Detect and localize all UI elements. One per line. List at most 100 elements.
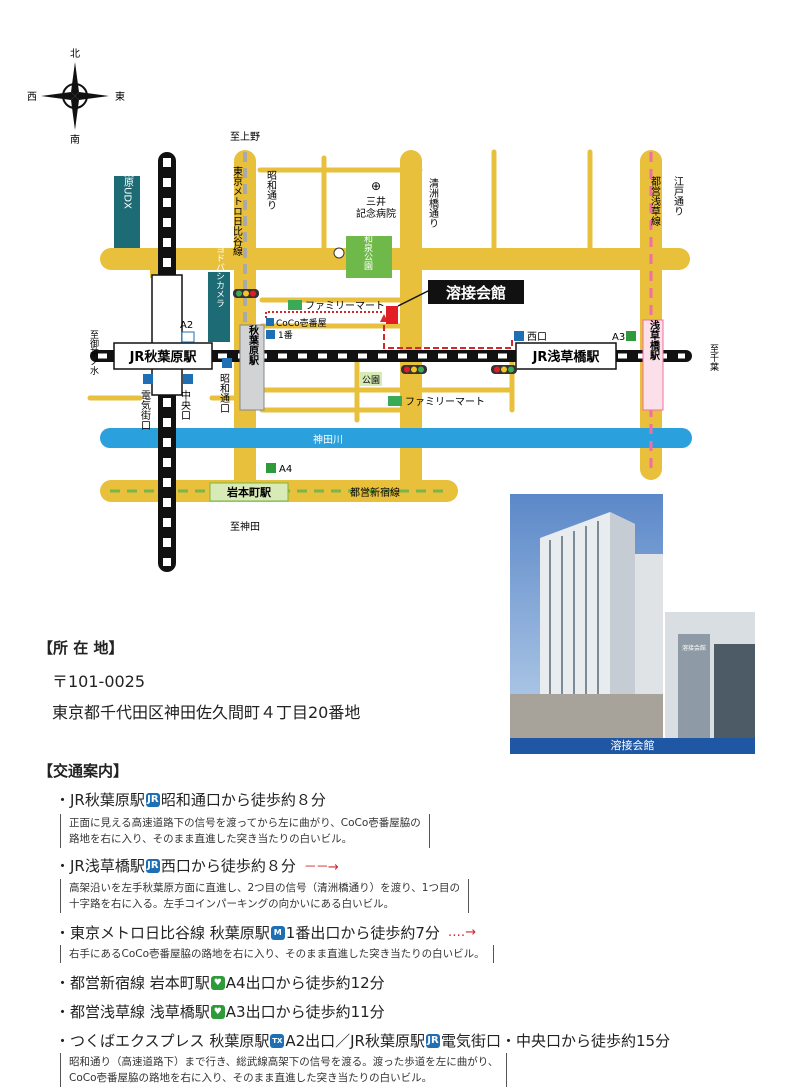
jr-exit-icon <box>514 331 524 341</box>
building-sign: 溶接会館 <box>682 644 706 652</box>
showa-exit-label: 昭和通口 <box>218 373 230 413</box>
compass-east: 東 <box>115 90 125 103</box>
route-text: 電気街口・中央口から徒歩約15分 <box>440 1032 671 1050</box>
route-prefix: ・つくばエクスプレス 秋葉原駅 <box>55 1032 270 1050</box>
compass-west: 西 <box>27 92 37 103</box>
kanda-river <box>100 428 692 448</box>
route-jr-asakusabashi: ・JR浅草橋駅 JR 西口から徒歩約８分 －－→ <box>55 855 339 876</box>
dashed-arrow-icon: －－→ <box>303 860 339 875</box>
address: 東京都千代田区神田佐久間町４丁目20番地 <box>52 703 361 722</box>
route-hibiya-akihabara: ・東京メトロ日比谷線 秋葉原駅 M 1番出口から徒歩約7分 ‥‥→ <box>55 922 476 943</box>
walk-route-asakusabashi <box>383 320 513 349</box>
route-text: 昭和通口から徒歩約８分 <box>160 791 326 809</box>
walk-route-metro <box>265 311 384 318</box>
route-toei-shinjuku: ・都営新宿線 岩本町駅 ♥ A4出口から徒歩約12分 <box>55 972 385 993</box>
izumi-park-label: 和泉公園 <box>362 234 373 271</box>
metro-icon: M <box>270 925 285 940</box>
edo-dori-label: 江戸通り <box>672 176 684 216</box>
hibiya-akihabara-station <box>239 324 265 411</box>
compass-south: 南 <box>70 133 80 146</box>
jr-asakusabashi-station <box>515 342 617 370</box>
route-toei-asakusa: ・都営浅草線 浅草橋駅 ♥ A3出口から徒歩約11分 <box>55 1001 385 1022</box>
tx-exit-icon <box>181 331 195 343</box>
coco-label: CoCo壱番屋 <box>276 317 327 329</box>
toei-asakusabashi-station <box>642 319 664 411</box>
route-text: 1番出口から徒歩約7分 <box>285 924 440 942</box>
route-prefix: ・都営新宿線 岩本町駅 <box>55 974 210 992</box>
photo-caption: 溶接会館 <box>510 738 755 754</box>
route-prefix: ・JR秋葉原駅 <box>55 791 145 809</box>
iwamotocho-station <box>209 482 289 502</box>
jr-exit-icon <box>222 358 232 368</box>
tx-icon: TX <box>270 1033 285 1048</box>
jr-exit-icon <box>143 374 153 384</box>
family-mart-label-2: ファミリーマート <box>405 397 485 408</box>
iwamotocho-label: 岩本町駅 <box>226 485 271 499</box>
route-tsukuba-express: ・つくばエクスプレス 秋葉原駅 TX A2出口／JR秋葉原駅 JR 電気街口・中… <box>55 1030 670 1051</box>
family-mart-icon <box>388 396 402 406</box>
access-map: 北 南 東 西 神田川 <box>27 48 719 572</box>
building-photo: 溶接会館 <box>510 494 755 738</box>
traffic-light-icon <box>233 289 259 298</box>
exit-a4-label: A4 <box>279 464 292 475</box>
to-ueno: 至上野 <box>230 131 260 143</box>
welding-hall-label: 溶接会館 <box>446 284 506 302</box>
chuo-exit-label: 中央口 <box>179 389 191 420</box>
route-text: A2出口／JR秋葉原駅 <box>285 1032 425 1050</box>
family-mart-icon <box>288 300 302 310</box>
welding-hall-callout <box>428 280 524 304</box>
route-note: 高架沿いを左手秋葉原方面に直進し、2つ目の信号（清洲橋通り）を渡り、1つ目の 十… <box>60 879 469 913</box>
small-park-label: 公園 <box>362 375 380 386</box>
welding-hall-marker <box>386 306 398 324</box>
jr-akihabara-station <box>113 342 213 370</box>
toei-icon: ♥ <box>210 1004 225 1019</box>
akihabara-station-label: 秋葉原駅 <box>247 324 260 366</box>
postal-code: 〒101-0025 <box>52 672 146 691</box>
to-ochanomizu: 至御茶ノ水 <box>88 330 99 375</box>
jr-asakusabashi-label: JR浅草橋駅 <box>532 349 601 365</box>
route-note: 昭和通り（高速道路下）まで行き、総武線高架下の信号を渡る。渡った歩道を左に曲がり… <box>60 1053 508 1087</box>
denkigai-exit-label: 電気街口 <box>139 390 151 430</box>
access-heading: 【交通案内】 <box>38 762 129 780</box>
jr-icon: JR <box>425 1033 440 1048</box>
exit-a3-label: A3 <box>612 332 625 343</box>
family-mart-label-1: ファミリーマート <box>305 301 385 312</box>
toei-shinjuku-label: 都営新宿線 <box>350 486 400 499</box>
nishiguchi-label: 西口 <box>527 332 547 343</box>
traffic-light-icon <box>491 365 517 374</box>
kiyosubashi-dori-label: 清洲橋通り <box>427 177 439 228</box>
jr-icon: JR <box>145 792 160 807</box>
jr-exit-icon <box>183 374 193 384</box>
route-text: A4出口から徒歩約12分 <box>225 974 385 992</box>
yodobashi-camera <box>208 272 230 342</box>
location-heading: 【所 在 地】 <box>38 639 124 657</box>
toei-icon: ♥ <box>210 975 225 990</box>
compass-icon: 北 南 東 西 <box>27 48 125 146</box>
akihabara-udx-label: 秋葉原UDX <box>122 156 134 209</box>
asakusabashi-station-label: 浅草橋駅 <box>648 319 661 361</box>
to-chiba: 至千葉 <box>708 344 719 372</box>
route-note: 右手にあるCoCo壱番屋脇の路地を右に入り、そのまま直進した突き当たりの白いビル… <box>60 945 494 963</box>
exit-a2-label: A2 <box>180 320 193 331</box>
route-text: A3出口から徒歩約11分 <box>225 1003 385 1021</box>
compass-north: 北 <box>70 48 80 60</box>
route-note: 正面に見える高速道路下の信号を渡ってから左に曲がり、CoCo壱番屋脇の 路地を右… <box>60 814 430 848</box>
yodobashi-label: ヨドバシカメラ <box>214 245 225 308</box>
toei-exit-icon <box>626 331 636 341</box>
jr-akihabara-label: JR秋葉原駅 <box>129 349 198 365</box>
metro-exit-icon <box>266 330 275 339</box>
route-prefix: ・都営浅草線 浅草橋駅 <box>55 1003 210 1021</box>
exit-1-label: 1番 <box>278 329 293 341</box>
jr-icon: JR <box>145 858 160 873</box>
traffic-light-icon <box>401 365 427 374</box>
route-prefix: ・東京メトロ日比谷線 秋葉原駅 <box>55 924 270 942</box>
izumi-park <box>346 236 392 278</box>
hibiya-line-label: 東京メトロ日比谷線 <box>231 165 243 256</box>
hospital-icon: ⊕ <box>371 179 381 193</box>
toei-asakusa-label: 都営浅草線 <box>649 176 661 226</box>
route-prefix: ・JR浅草橋駅 <box>55 857 145 875</box>
akihabara-udx <box>114 176 140 248</box>
hospital-label-2: 記念病院 <box>356 207 396 220</box>
school-icon <box>333 247 345 259</box>
toei-exit-icon <box>266 463 276 473</box>
